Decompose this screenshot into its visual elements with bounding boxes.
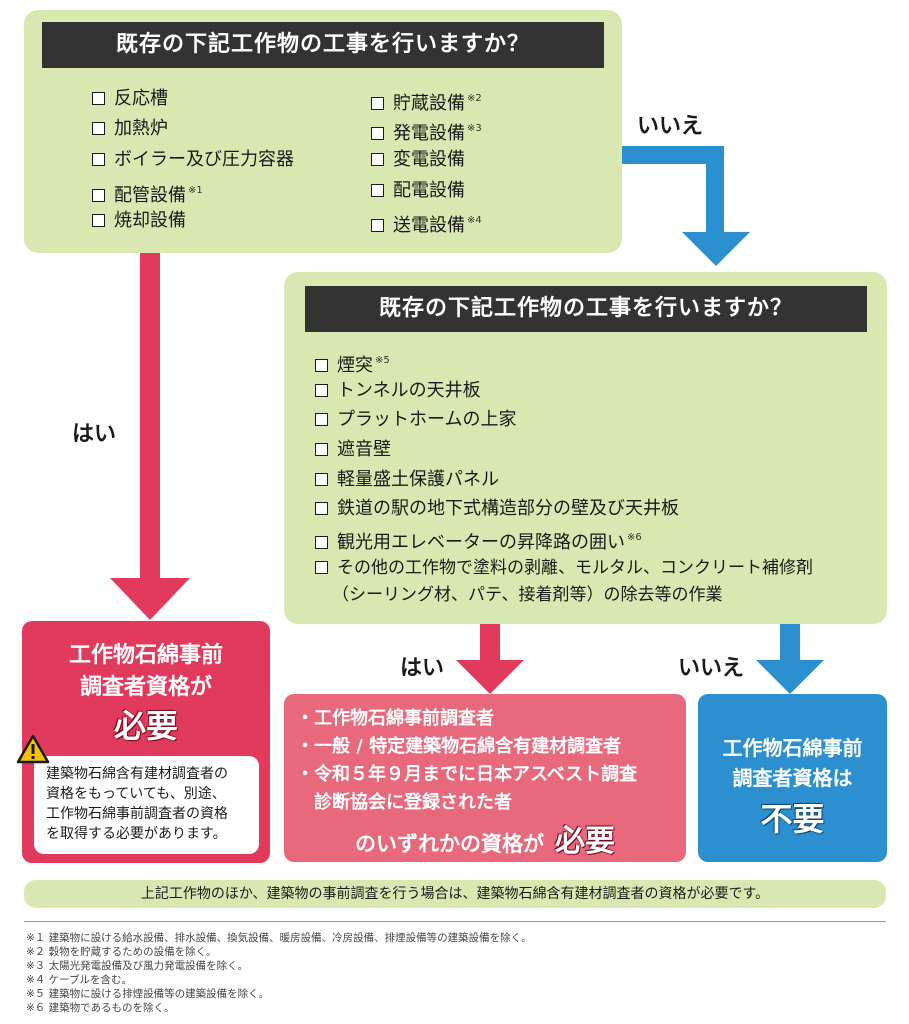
checkbox[interactable]	[315, 473, 328, 486]
checkbox[interactable]	[315, 443, 328, 456]
label-yes-left: はい	[72, 422, 117, 447]
checkbox[interactable]	[371, 184, 384, 197]
result-not-required-emphasis: 不要	[760, 800, 825, 838]
arrow-no-top	[622, 146, 750, 266]
footnote: ※３ 太陽光発電設備及び風力発電設備を除く。	[26, 960, 249, 972]
arrow-yes-mid	[456, 624, 524, 694]
second-item: 煙突※5	[315, 346, 390, 381]
warning-line: を取得する必要があります。	[46, 826, 227, 842]
result-not-required-line2: 調査者資格は	[732, 766, 853, 790]
checkbox[interactable]	[92, 189, 105, 202]
arrow-yes-left	[110, 253, 190, 620]
checkbox[interactable]	[315, 359, 328, 372]
checkbox[interactable]	[92, 92, 105, 105]
footnote: ※６ 建築物であるものを除く。	[26, 1002, 175, 1014]
footnote: ※２ 穀物を貯蔵するための設備を除く。	[26, 946, 217, 958]
second-item: 遮音壁	[315, 435, 391, 465]
top-right-item: 発電設備※3	[371, 114, 482, 149]
result-any-box: ・工作物石綿事前調査者 ・一般 / 特定建築物石綿含有建材調査者 ・令和５年９月…	[284, 694, 686, 862]
top-right-item: 配電設備	[371, 176, 465, 206]
result-required-emphasis: 必要	[113, 707, 178, 745]
top-right-item: 変電設備	[371, 145, 465, 175]
second-item-continuation: （シーリング材、パテ、接着剤等）の除去等の作業	[332, 585, 723, 605]
top-left-item: 反応槽	[92, 84, 168, 114]
warning-icon	[16, 734, 50, 764]
checkbox[interactable]	[315, 502, 328, 515]
checkbox[interactable]	[371, 97, 384, 110]
warning-card: 建築物石綿含有建材調査者の 資格をもっていても、別途、 工作物石綿事前調査者の資…	[34, 756, 259, 854]
warning-line: 資格をもっていても、別途、	[46, 786, 226, 802]
divider	[24, 921, 886, 922]
result-required-line2: 調査者資格が	[79, 675, 212, 700]
label-no-right: いいえ	[678, 656, 745, 681]
checkbox[interactable]	[315, 561, 328, 574]
top-left-item: 焼却設備	[92, 206, 186, 236]
checkbox[interactable]	[371, 127, 384, 140]
checkbox[interactable]	[371, 219, 384, 232]
checkbox[interactable]	[92, 122, 105, 135]
checkbox[interactable]	[315, 413, 328, 426]
second-item: トンネルの天井板	[315, 376, 481, 406]
footer-note: 上記工作物のほか、建築物の事前調査を行う場合は、建築物石綿含有建材調査者の資格が…	[24, 880, 886, 908]
top-right-item: 貯蔵設備※2	[371, 84, 482, 119]
checkbox[interactable]	[371, 153, 384, 166]
result-any-bullet: ・一般 / 特定建築物石綿含有建材調査者	[296, 736, 622, 757]
label-yes-mid: はい	[400, 656, 445, 681]
arrow-no-right	[756, 624, 824, 694]
checkbox[interactable]	[92, 214, 105, 227]
footnote: ※４ ケーブルを含む。	[26, 974, 133, 986]
top-left-item: 配管設備※1	[92, 176, 203, 211]
result-not-required-line1: 工作物石綿事前	[722, 736, 863, 760]
top-right-item: 送電設備※4	[371, 206, 482, 241]
top-left-item: 加熱炉	[92, 114, 168, 144]
second-item: 鉄道の駅の地下式構造部分の壁及び天井板	[315, 494, 679, 524]
second-item: プラットホームの上家	[315, 405, 516, 435]
checkbox[interactable]	[315, 384, 328, 397]
result-any-bullet-cont: 診断協会に登録された者	[314, 792, 512, 813]
second-item: その他の工作物で塗料の剥離、モルタル、コンクリート補修剤	[315, 553, 813, 583]
second-item: 観光用エレベーターの昇降路の囲い※6	[315, 523, 642, 558]
warning-line: 建築物石綿含有建材調査者の	[46, 766, 228, 782]
result-any-bullet: ・令和５年９月までに日本アスベスト調査	[296, 764, 638, 785]
top-left-item: ボイラー及び圧力容器	[92, 145, 294, 175]
top-question-title: 既存の下記工作物の工事を行いますか？	[42, 22, 604, 68]
checkbox[interactable]	[315, 536, 328, 549]
second-question-title: 既存の下記工作物の工事を行いますか？	[305, 286, 867, 332]
warning-line: 工作物石綿事前調査者の資格	[46, 806, 228, 822]
result-not-required-box: 工作物石綿事前 調査者資格は 不要	[698, 694, 887, 862]
footnote: ※１ 建築物に設ける給水設備、排水設備、換気設備、暖房設備、冷房設備、排煙設備等…	[26, 932, 532, 944]
checkbox[interactable]	[92, 153, 105, 166]
result-any-bullet: ・工作物石綿事前調査者	[296, 708, 494, 729]
footnote: ※５ 建築物に設ける排煙設備等の建築設備を除く。	[26, 988, 270, 1000]
result-required-line1: 工作物石綿事前	[68, 643, 223, 668]
label-no-top: いいえ	[637, 114, 704, 139]
second-item: 軽量盛土保護パネル	[315, 465, 499, 495]
result-any-closing: のいずれかの資格が 必要	[354, 824, 616, 859]
